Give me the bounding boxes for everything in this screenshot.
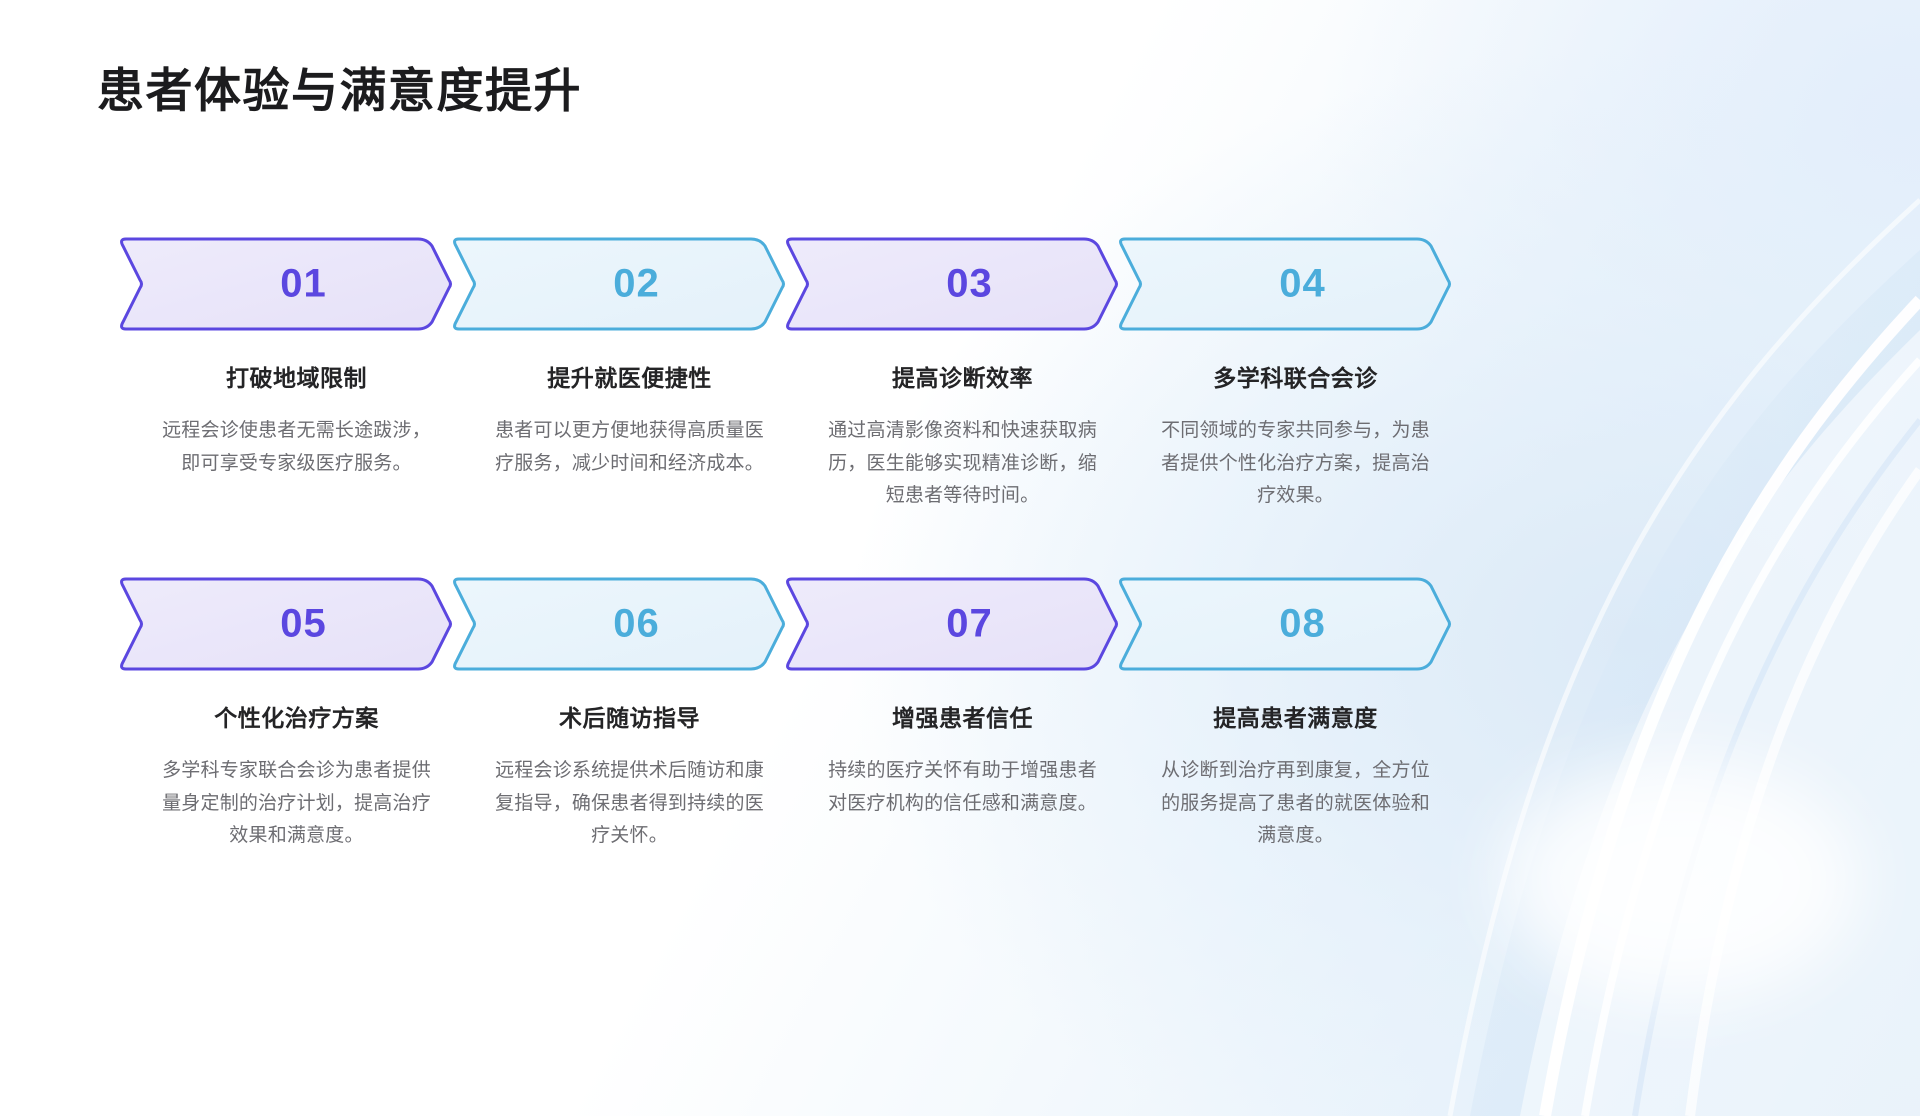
card-number: 01 xyxy=(280,261,327,306)
card-title: 提高诊断效率 xyxy=(892,365,1033,391)
chevron-shape-icon xyxy=(453,237,785,331)
chevron-banner-02[interactable]: 02 xyxy=(451,235,786,333)
chevron-shape-icon xyxy=(1119,577,1451,671)
chevron-shape-icon xyxy=(120,237,452,331)
chevron-shape-icon xyxy=(120,577,452,671)
card-title: 术后随访指导 xyxy=(559,705,700,731)
card-08[interactable]: 08 提高患者满意度 从诊断到治疗再到康复，全方位的服务提高了患者的就医体验和满… xyxy=(1117,575,1452,853)
chevron-banner-06[interactable]: 06 xyxy=(451,575,786,673)
card-07[interactable]: 07 增强患者信任 持续的医疗关怀有助于增强患者对医疗机构的信任感和满意度。 xyxy=(784,575,1119,820)
card-number: 06 xyxy=(613,601,660,646)
cards-row-2: 05 个性化治疗方案 多学科专家联合会诊为患者提供量身定制的治疗计划，提高治疗效… xyxy=(0,575,1920,915)
card-description: 远程会诊使患者无需长途跋涉，即可享受专家级医疗服务。 xyxy=(162,420,431,474)
chevron-banner-07[interactable]: 07 xyxy=(784,575,1119,673)
card-title: 个性化治疗方案 xyxy=(214,705,379,731)
card-number: 02 xyxy=(613,261,660,306)
card-description: 不同领域的专家共同参与，为患者提供个性化治疗方案，提高治疗效果。 xyxy=(1161,420,1430,507)
page-title: 患者体验与满意度提升 xyxy=(97,64,582,117)
chevron-banner-05[interactable]: 05 xyxy=(118,575,453,673)
card-01[interactable]: 01 打破地域限制 远程会诊使患者无需长途跋涉，即可享受专家级医疗服务。 xyxy=(118,235,453,480)
card-title: 多学科联合会诊 xyxy=(1213,365,1378,391)
card-04[interactable]: 04 多学科联合会诊 不同领域的专家共同参与，为患者提供个性化治疗方案，提高治疗… xyxy=(1117,235,1452,513)
card-description: 远程会诊系统提供术后随访和康复指导，确保患者得到持续的医疗关怀。 xyxy=(495,760,764,847)
card-title: 提高患者满意度 xyxy=(1213,705,1378,731)
card-05[interactable]: 05 个性化治疗方案 多学科专家联合会诊为患者提供量身定制的治疗计划，提高治疗效… xyxy=(118,575,453,853)
chevron-shape-icon xyxy=(786,577,1118,671)
chevron-banner-04[interactable]: 04 xyxy=(1117,235,1452,333)
card-description: 持续的医疗关怀有助于增强患者对医疗机构的信任感和满意度。 xyxy=(828,760,1097,814)
chevron-banner-08[interactable]: 08 xyxy=(1117,575,1452,673)
cards-row-1: 01 打破地域限制 远程会诊使患者无需长途跋涉，即可享受专家级医疗服务。 02 … xyxy=(0,235,1920,575)
card-03[interactable]: 03 提高诊断效率 通过高清影像资料和快速获取病历，医生能够实现精准诊断，缩短患… xyxy=(784,235,1119,513)
chevron-shape-icon xyxy=(453,577,785,671)
card-title: 增强患者信任 xyxy=(892,705,1033,731)
card-description: 多学科专家联合会诊为患者提供量身定制的治疗计划，提高治疗效果和满意度。 xyxy=(162,760,431,847)
cards-grid: 01 打破地域限制 远程会诊使患者无需长途跋涉，即可享受专家级医疗服务。 02 … xyxy=(0,235,1920,915)
chevron-shape-icon xyxy=(1119,237,1451,331)
card-number: 07 xyxy=(946,601,993,646)
card-description: 从诊断到治疗再到康复，全方位的服务提高了患者的就医体验和满意度。 xyxy=(1161,760,1430,847)
card-title: 打破地域限制 xyxy=(226,365,367,391)
card-number: 08 xyxy=(1279,601,1326,646)
card-number: 03 xyxy=(946,261,993,306)
chevron-banner-03[interactable]: 03 xyxy=(784,235,1119,333)
card-title: 提升就医便捷性 xyxy=(547,365,712,391)
card-02[interactable]: 02 提升就医便捷性 患者可以更方便地获得高质量医疗服务，减少时间和经济成本。 xyxy=(451,235,786,480)
card-description: 通过高清影像资料和快速获取病历，医生能够实现精准诊断，缩短患者等待时间。 xyxy=(828,420,1097,507)
card-number: 05 xyxy=(280,601,327,646)
card-description: 患者可以更方便地获得高质量医疗服务，减少时间和经济成本。 xyxy=(495,420,764,474)
card-06[interactable]: 06 术后随访指导 远程会诊系统提供术后随访和康复指导，确保患者得到持续的医疗关… xyxy=(451,575,786,853)
chevron-shape-icon xyxy=(786,237,1118,331)
chevron-banner-01[interactable]: 01 xyxy=(118,235,453,333)
card-number: 04 xyxy=(1279,261,1326,306)
